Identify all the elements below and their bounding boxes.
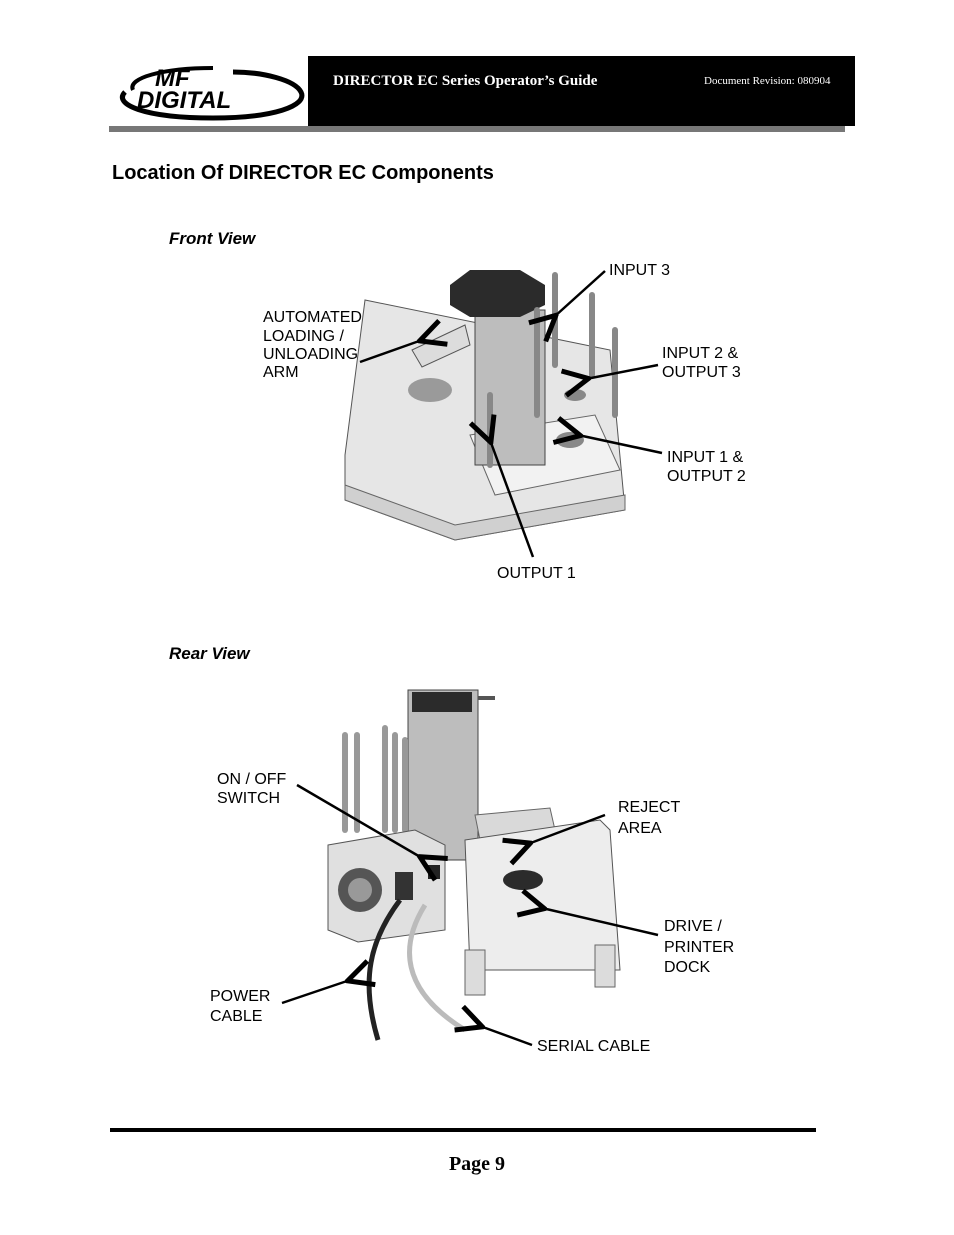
header-shadow: [109, 126, 845, 132]
label-dock-2: PRINTER: [664, 939, 734, 956]
label-output-1: OUTPUT 1: [497, 565, 576, 582]
footer-rule: [110, 1128, 816, 1132]
svg-text:MF: MF: [155, 65, 191, 92]
front-view-heading: Front View: [169, 229, 256, 248]
label-power-1: POWER: [210, 988, 270, 1005]
rear-view-figure: ON / OFF SWITCH REJECT AREA DRIVE / PRIN…: [200, 680, 760, 1065]
rear-view-heading: Rear View: [169, 644, 250, 663]
header-title: DIRECTOR EC Series Operator’s Guide: [333, 73, 598, 89]
label-power-2: CABLE: [210, 1008, 262, 1025]
label-input2-1: INPUT 2 &: [662, 345, 739, 362]
label-arm-3: UNLOADING: [263, 346, 358, 363]
label-arm-2: LOADING /: [263, 328, 344, 345]
label-switch-1: ON / OFF: [217, 771, 287, 788]
label-reject-2: AREA: [618, 820, 662, 837]
label-arm-1: AUTOMATED: [263, 309, 362, 326]
label-input1-1: INPUT 1 &: [667, 449, 744, 466]
label-switch-2: SWITCH: [217, 790, 280, 807]
front-view-figure: AUTOMATED LOADING / UNLOADING ARM INPUT …: [200, 255, 800, 600]
label-input1-2: OUTPUT 2: [667, 468, 746, 485]
section-title: Location Of DIRECTOR EC Components: [112, 162, 494, 184]
label-dock-1: DRIVE /: [664, 918, 722, 935]
label-input2-2: OUTPUT 3: [662, 364, 741, 381]
document-revision: Document Revision: 080904: [704, 75, 831, 87]
svg-text:DIGITAL: DIGITAL: [137, 87, 231, 114]
label-arm-4: ARM: [263, 364, 299, 381]
label-input-3: INPUT 3: [609, 262, 670, 279]
page-number: Page 9: [448, 1153, 506, 1175]
label-reject-1: REJECT: [618, 799, 680, 816]
label-dock-3: DOCK: [664, 959, 711, 976]
label-serial-cable: SERIAL CABLE: [537, 1038, 650, 1055]
mf-digital-logo: MF DIGITAL: [103, 56, 308, 126]
